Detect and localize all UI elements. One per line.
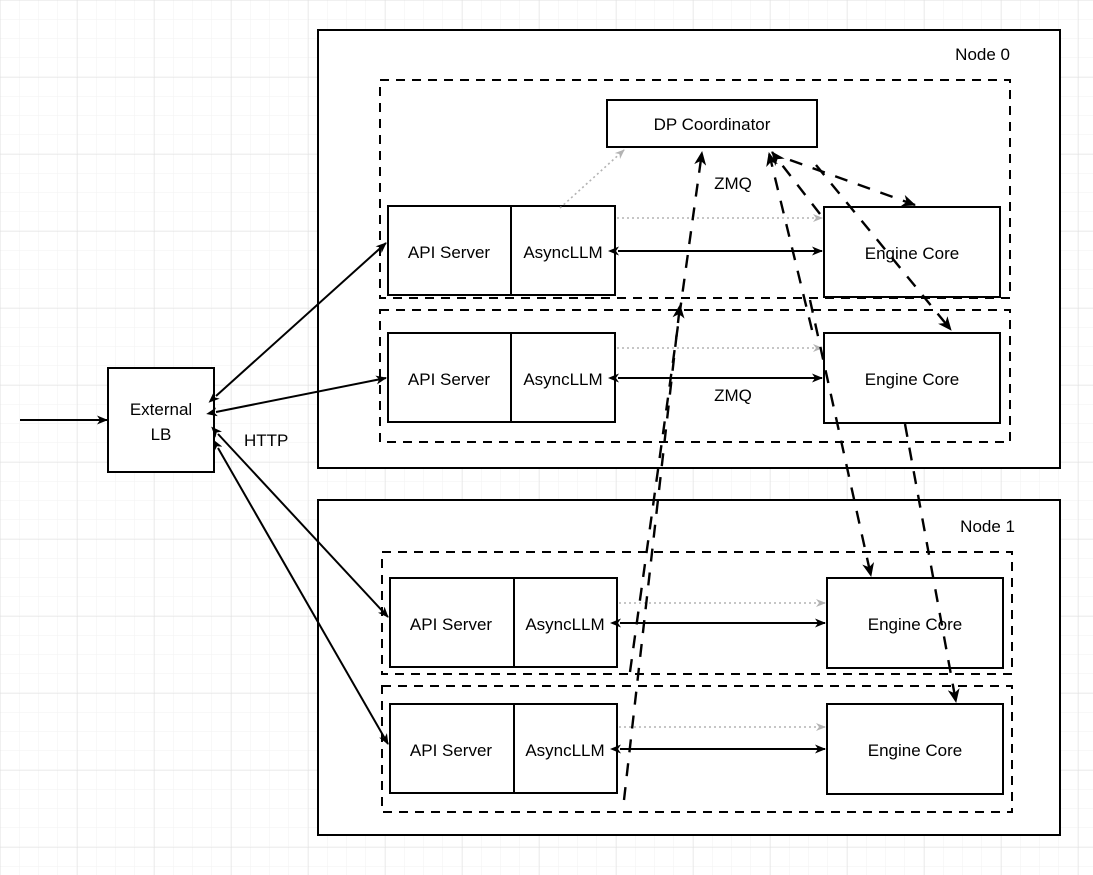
engine-core-label-n0-g0: Engine Core bbox=[865, 244, 960, 263]
api-server-unit-n1-g0[interactable] bbox=[389, 577, 618, 668]
dashed-coordinator-to-engine-n0-g1 bbox=[815, 164, 952, 331]
engine-core-label-n1-g0: Engine Core bbox=[868, 615, 963, 634]
node-0-group-0 bbox=[379, 79, 1011, 299]
dashed-engine-n0-g1-to-coordinator bbox=[766, 152, 814, 331]
dp-coordinator-label: DP Coordinator bbox=[654, 115, 771, 134]
lb-to-api-n1-g1-arrow bbox=[213, 439, 389, 745]
node-0-label: Node 0 bbox=[955, 45, 1010, 64]
async-llm-label-n1-g1: AsyncLLM bbox=[525, 741, 604, 760]
node-1-label: Node 1 bbox=[960, 517, 1015, 536]
zmq-label-bottom: ZMQ bbox=[714, 386, 752, 405]
api-server-unit-n1-g1[interactable] bbox=[389, 703, 618, 794]
node-1-group-1 bbox=[381, 685, 1013, 813]
zmq-label-top: ZMQ bbox=[714, 174, 752, 193]
dashed-engine-n1-g0-to-coordinator bbox=[628, 151, 707, 673]
dotted-async-to-coordinator bbox=[559, 149, 625, 209]
external-lb-box[interactable] bbox=[107, 367, 215, 473]
api-server-label-n0-g0: API Server bbox=[408, 243, 491, 262]
dp-coordinator-box[interactable] bbox=[606, 99, 818, 148]
async-llm-label-n1-g0: AsyncLLM bbox=[525, 615, 604, 634]
engine-core-n0-g1[interactable] bbox=[823, 332, 1001, 424]
async-llm-label-n0-g1: AsyncLLM bbox=[523, 370, 602, 389]
lb-to-api-n0-g1-arrow bbox=[206, 375, 387, 417]
external-lb-label-line2: LB bbox=[151, 425, 172, 444]
engine-core-label-n1-g1: Engine Core bbox=[868, 741, 963, 760]
api-server-label-n0-g1: API Server bbox=[408, 370, 491, 389]
api-server-unit-n0-g0[interactable] bbox=[387, 205, 616, 296]
api-server-label-n1-g0: API Server bbox=[410, 615, 493, 634]
http-label: HTTP bbox=[244, 431, 288, 450]
async-llm-label-n0-g0: AsyncLLM bbox=[523, 243, 602, 262]
dashed-engine-n1-g1-to-coordinator bbox=[622, 304, 685, 801]
external-lb-label-line1: External bbox=[130, 400, 192, 419]
engine-core-n1-g1[interactable] bbox=[826, 703, 1004, 795]
api-server-unit-n0-g1[interactable] bbox=[387, 332, 616, 423]
engine-core-label-n0-g1: Engine Core bbox=[865, 370, 960, 389]
engine-core-n1-g0[interactable] bbox=[826, 577, 1004, 669]
api-server-label-n1-g1: API Server bbox=[410, 741, 493, 760]
lb-to-api-n0-g0-arrow bbox=[208, 242, 387, 403]
